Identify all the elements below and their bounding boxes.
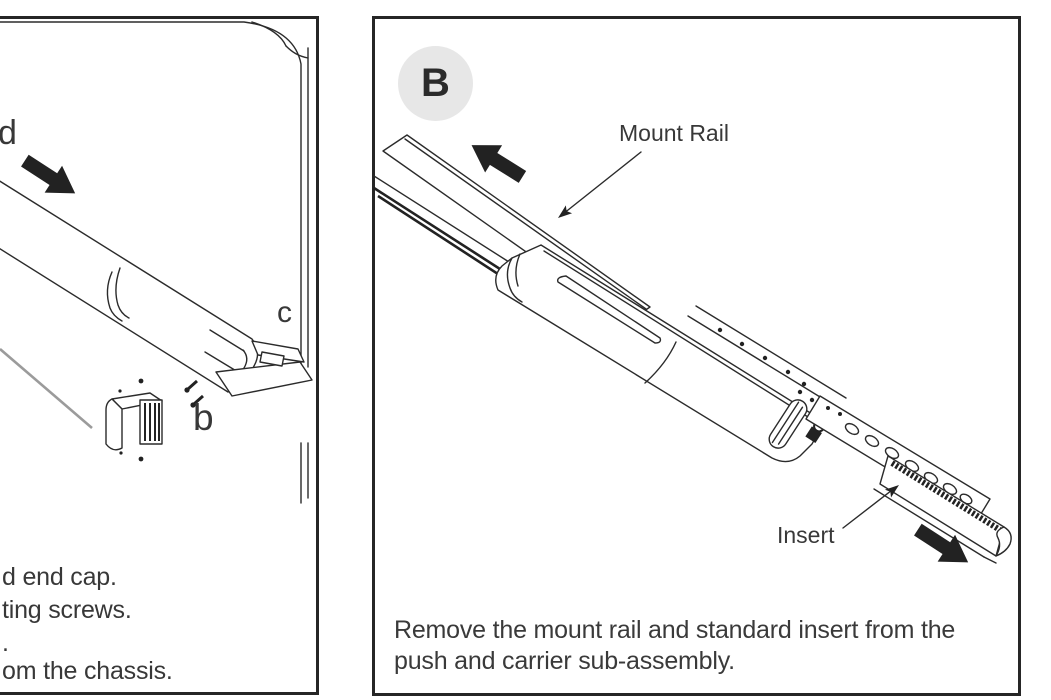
left-panel-step-fragment: om the chassis. <box>2 657 173 685</box>
callout-d: d <box>0 114 17 152</box>
mount-rail-label: Mount Rail <box>619 120 729 146</box>
left-panel-step-fragment: d end cap. <box>2 563 117 591</box>
insert-label: Insert <box>777 522 835 548</box>
callout-b: b <box>193 397 214 438</box>
panel-b <box>372 16 1021 696</box>
callout-c: c <box>277 296 292 329</box>
panel-b-caption: Remove the mount rail and standard inser… <box>394 616 956 675</box>
step-badge: B <box>398 46 473 121</box>
left-panel-step-fragment: . <box>2 629 9 657</box>
left-panel-step-fragment: ting screws. <box>2 596 132 624</box>
left-instruction-panel <box>0 16 319 695</box>
